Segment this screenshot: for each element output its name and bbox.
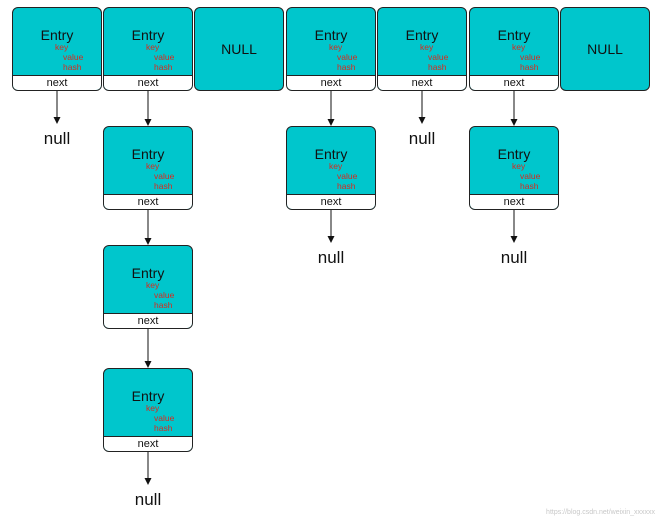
entry-field-key: key <box>329 161 343 171</box>
null-terminal-b3: null <box>317 248 345 267</box>
next-arrow-b3-r0-head <box>327 119 335 126</box>
entry-field-key: key <box>146 403 160 413</box>
entry-title: Entry <box>131 27 165 43</box>
entry-field-value: value <box>337 171 358 181</box>
entry-title: Entry <box>40 27 74 43</box>
null-bucket-6: NULL <box>560 7 650 91</box>
entry-field-hash: hash <box>337 181 356 191</box>
null-bucket-2: NULL <box>194 7 284 91</box>
entry-field-key: key <box>512 161 526 171</box>
entry-next-pointer: next <box>104 313 192 328</box>
next-arrow-b5-r0-head <box>510 119 518 126</box>
entry-field-hash: hash <box>63 62 82 72</box>
entry-field-hash: hash <box>428 62 447 72</box>
entry-field-key: key <box>420 42 434 52</box>
entry-field-hash: hash <box>154 181 173 191</box>
entry-field-value: value <box>154 413 175 423</box>
entry-next-pointer: next <box>378 75 466 90</box>
entry-title: Entry <box>314 146 348 162</box>
entry-next-pointer: next <box>470 75 558 90</box>
null-terminal-b5: null <box>500 248 528 267</box>
entry-field-key: key <box>146 161 160 171</box>
entry-title: Entry <box>497 27 531 43</box>
entry-title: Entry <box>314 27 348 43</box>
next-arrow-b1-r0-head <box>144 119 152 126</box>
entry-title: Entry <box>131 146 165 162</box>
entry-next-pointer: next <box>104 75 192 90</box>
entry-field-hash: hash <box>337 62 356 72</box>
null-arrow-b5-head <box>510 236 518 243</box>
next-arrow-b1-r2-head <box>144 361 152 368</box>
entry-next-pointer: next <box>287 75 375 90</box>
entry-next-pointer: next <box>104 194 192 209</box>
watermark: https://blog.csdn.net/weixin_xxxxxx <box>546 509 655 516</box>
entry-next-pointer: next <box>287 194 375 209</box>
next-arrow-b1-r1-head <box>144 238 152 245</box>
entry-field-value: value <box>154 52 175 62</box>
entry-field-value: value <box>520 52 541 62</box>
entry-field-value: value <box>63 52 84 62</box>
entry-title: Entry <box>131 265 165 281</box>
null-terminal-b4: null <box>408 129 436 148</box>
entry-field-key: key <box>146 42 160 52</box>
entry-field-key: key <box>55 42 69 52</box>
null-terminal-b1: null <box>134 490 162 509</box>
entry-field-key: key <box>329 42 343 52</box>
entry-next-pointer: next <box>104 436 192 451</box>
entry-field-value: value <box>520 171 541 181</box>
entry-field-value: value <box>154 171 175 181</box>
entry-field-hash: hash <box>154 423 173 433</box>
null-arrow-b3-head <box>327 236 335 243</box>
entry-next-pointer: next <box>13 75 101 90</box>
null-terminal-b0: null <box>43 129 71 148</box>
entry-field-value: value <box>154 290 175 300</box>
entry-field-value: value <box>428 52 449 62</box>
entry-field-key: key <box>146 280 160 290</box>
entry-field-hash: hash <box>154 300 173 310</box>
null-arrow-b4-head <box>418 117 426 124</box>
null-arrow-b0-head <box>53 117 61 124</box>
entry-next-pointer: next <box>470 194 558 209</box>
entry-field-value: value <box>337 52 358 62</box>
entry-title: Entry <box>497 146 531 162</box>
entry-title: Entry <box>405 27 439 43</box>
null-arrow-b1-head <box>144 478 152 485</box>
entry-field-hash: hash <box>520 62 539 72</box>
entry-field-hash: hash <box>520 181 539 191</box>
entry-field-key: key <box>512 42 526 52</box>
entry-title: Entry <box>131 388 165 404</box>
entry-field-hash: hash <box>154 62 173 72</box>
